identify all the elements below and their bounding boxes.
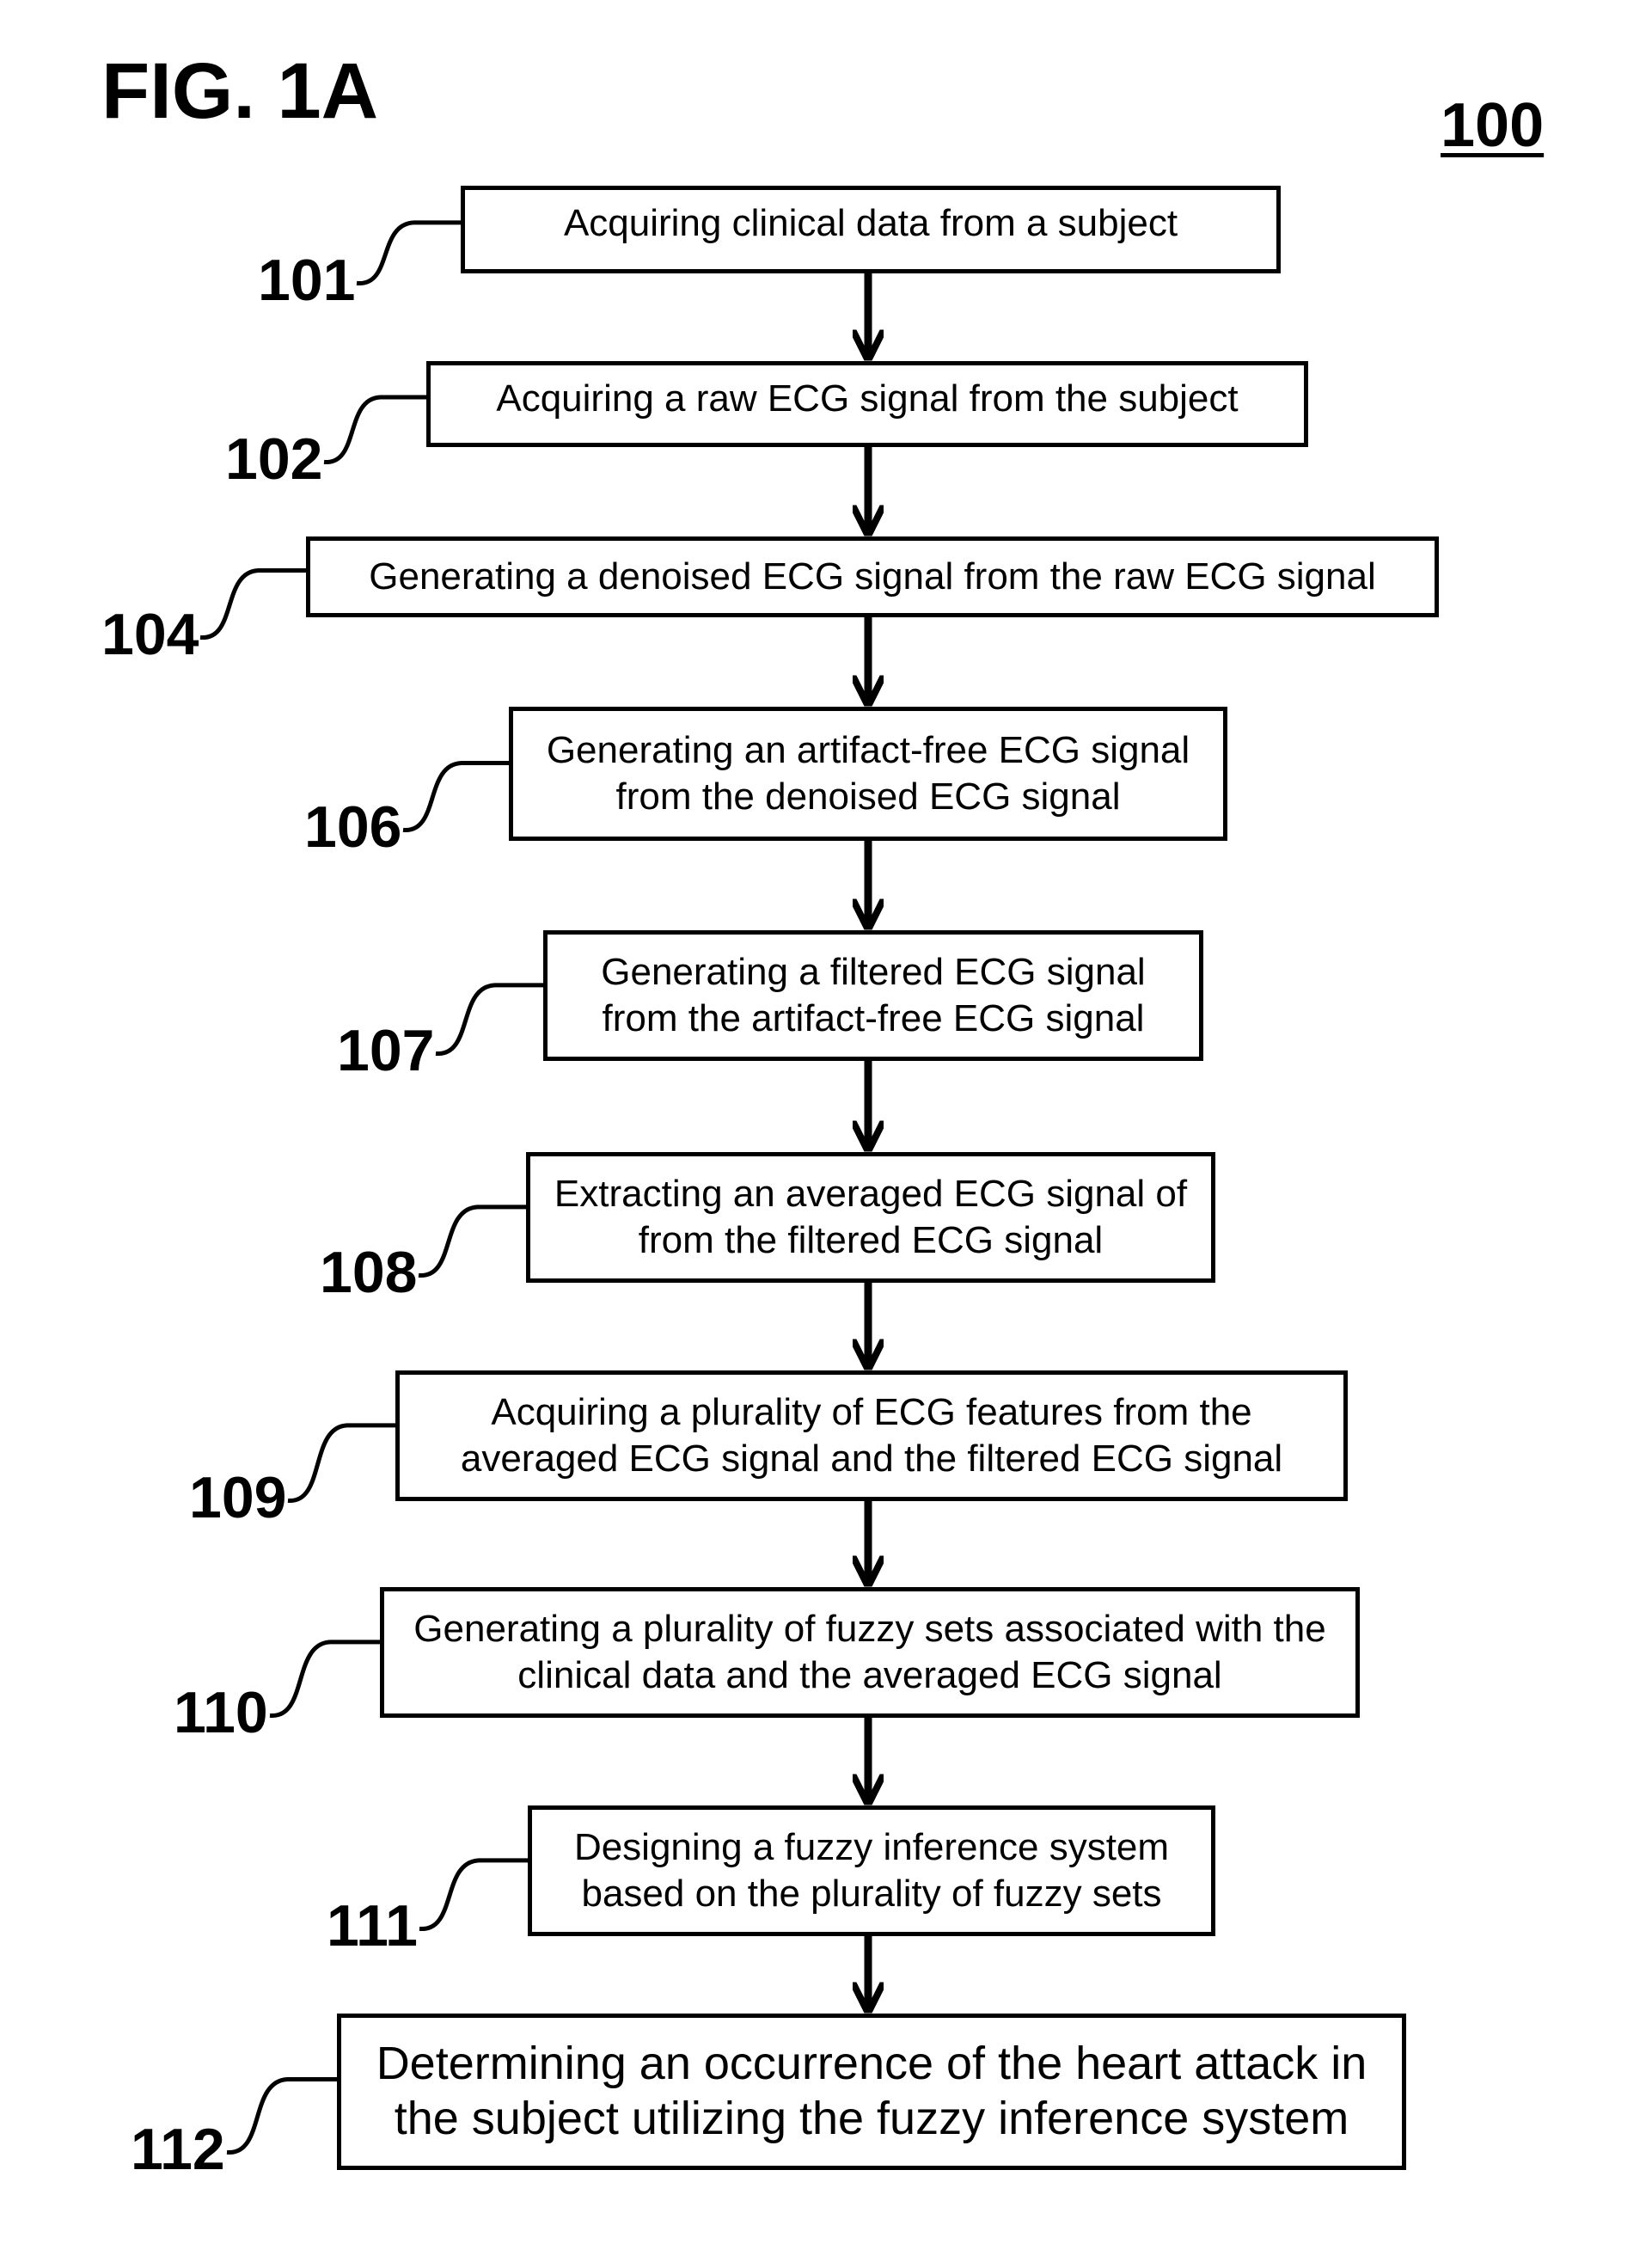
- leader-line-104: [199, 567, 306, 640]
- step-box-108: Extracting an averaged ECG signal of fro…: [526, 1152, 1215, 1283]
- leader-line-112: [226, 2076, 337, 2155]
- step-label-109: 109: [189, 1465, 287, 1530]
- step-label-108: 108: [320, 1240, 418, 1305]
- leader-line-101: [356, 220, 461, 285]
- step-box-101: Acquiring clinical data from a subject: [461, 186, 1281, 273]
- leader-line-102: [323, 395, 426, 464]
- step-label-104: 104: [101, 602, 199, 667]
- figure-number: 100: [1441, 91, 1545, 160]
- step-text-109: Acquiring a plurality of ECG features fr…: [460, 1391, 1283, 1480]
- leader-line-106: [402, 761, 509, 832]
- leader-line-110: [269, 1640, 380, 1718]
- leader-line-107: [435, 983, 543, 1056]
- leader-line-109: [287, 1423, 395, 1503]
- step-text-106: Generating an artifact-free ECG signal f…: [546, 729, 1190, 818]
- step-box-104: Generating a denoised ECG signal from th…: [306, 536, 1439, 617]
- leader-line-108: [418, 1205, 526, 1278]
- figure-title: FIG. 1A: [101, 47, 379, 135]
- step-text-112: Determining an occurrence of the heart a…: [376, 2038, 1367, 2144]
- label-leaders: [199, 220, 543, 2155]
- step-text-104: Generating a denoised ECG signal from th…: [369, 555, 1376, 598]
- step-box-109: Acquiring a plurality of ECG features fr…: [395, 1370, 1348, 1501]
- step-label-102: 102: [225, 426, 323, 492]
- step-label-107: 107: [337, 1018, 435, 1083]
- step-box-110: Generating a plurality of fuzzy sets ass…: [380, 1587, 1360, 1718]
- step-text-108: Extracting an averaged ECG signal of fro…: [554, 1173, 1188, 1261]
- step-text-110: Generating a plurality of fuzzy sets ass…: [413, 1608, 1326, 1696]
- step-label-111: 111: [327, 1893, 418, 1959]
- step-label-101: 101: [258, 248, 356, 313]
- leader-line-111: [419, 1858, 528, 1931]
- step-box-106: Generating an artifact-free ECG signal f…: [509, 707, 1227, 841]
- step-text-111: Designing a fuzzy inference system based…: [573, 1826, 1170, 1915]
- step-box-102: Acquiring a raw ECG signal from the subj…: [426, 361, 1308, 447]
- step-text-101: Acquiring clinical data from a subject: [563, 202, 1178, 244]
- step-box-112: Determining an occurrence of the heart a…: [337, 2014, 1406, 2170]
- step-box-111: Designing a fuzzy inference system based…: [528, 1805, 1215, 1936]
- step-label-106: 106: [304, 794, 402, 860]
- step-label-110: 110: [174, 1680, 268, 1745]
- step-box-107: Generating a filtered ECG signal from th…: [543, 930, 1203, 1061]
- step-text-107: Generating a filtered ECG signal from th…: [601, 951, 1146, 1039]
- step-label-112: 112: [131, 2117, 225, 2182]
- step-text-102: Acquiring a raw ECG signal from the subj…: [496, 377, 1239, 420]
